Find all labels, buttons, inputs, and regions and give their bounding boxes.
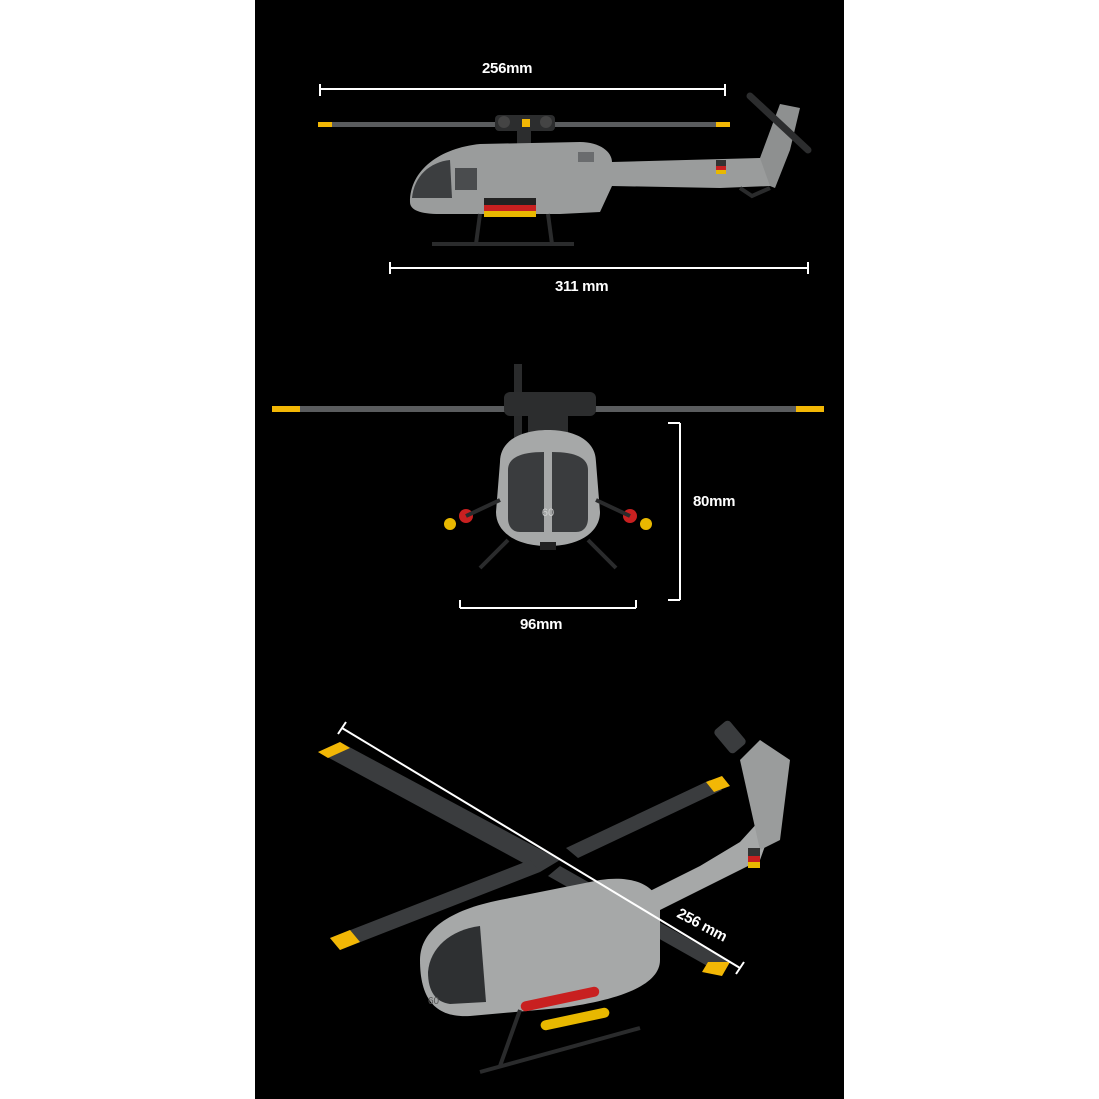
rotor-diameter-dimension-line [337,721,745,975]
height-dimension-line [668,422,681,601]
side-tail-rotor [746,92,812,154]
front-rocket-pods [444,498,652,530]
perspective-landing-skid [479,1009,641,1074]
front-nose-number: 60 [542,507,554,519]
perspective-fuselage [420,720,790,1017]
length-label: 311 mm [555,278,609,295]
side-fuselage [410,104,800,217]
front-landing-gear [478,538,618,570]
width-label: 96mm [520,616,563,633]
width-dimension-line [459,600,637,609]
front-fuselage [496,430,600,550]
perspective-nose-number: 60 [428,996,440,1007]
side-rotor-head [495,115,555,144]
rotor-span-dimension-line [319,84,726,96]
length-dimension-line [389,262,809,274]
perspective-rocket-pods [520,986,610,1031]
side-landing-skid [432,186,771,246]
rotor-span-label: 256mm [482,60,533,77]
height-label: 80mm [693,493,736,510]
